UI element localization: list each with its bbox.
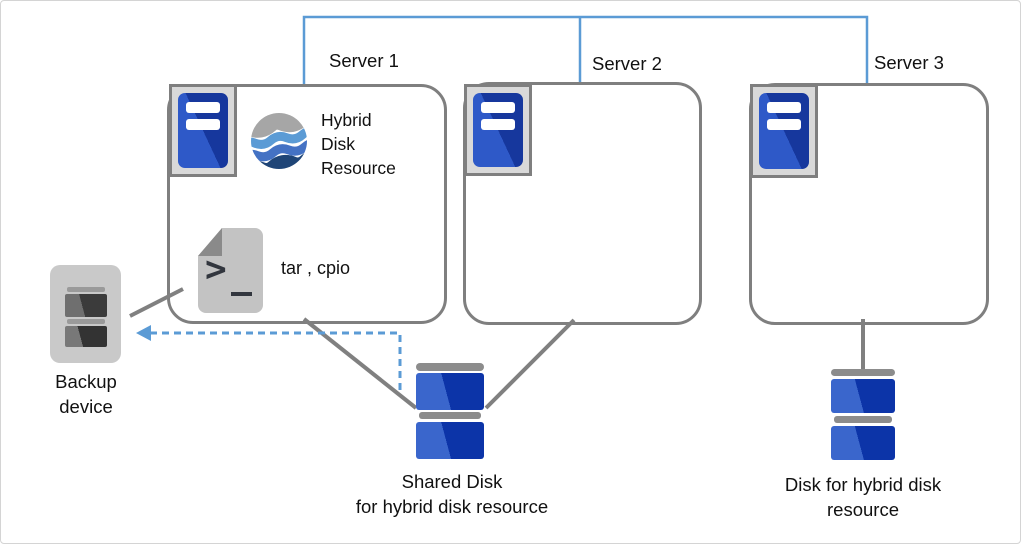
server-2-label: Server 2 bbox=[592, 53, 662, 74]
server-1-icon bbox=[169, 84, 237, 177]
backup-tools-label: tar , cpio bbox=[281, 258, 351, 278]
server-3-icon bbox=[750, 84, 818, 178]
backup-flow-arrowhead bbox=[136, 325, 151, 341]
hybrid-disk-label: Disk for hybrid disk resource bbox=[784, 474, 942, 520]
server-unit bbox=[473, 93, 523, 167]
terminal-prompt-glyph: > bbox=[205, 249, 227, 290]
server-1-label: Server 1 bbox=[329, 50, 399, 71]
shell-script-icon: > bbox=[198, 228, 263, 313]
hybrid-disk-icon bbox=[831, 369, 895, 460]
backup-device-icon bbox=[50, 265, 121, 363]
server-unit bbox=[178, 93, 228, 168]
hybrid-disk-resource-icon bbox=[251, 113, 307, 169]
backup-device-label: Backup device bbox=[55, 371, 117, 417]
connector-server1-shareddisk bbox=[302, 317, 418, 410]
server-unit bbox=[759, 93, 809, 169]
backup-flow-dashed-line bbox=[150, 331, 402, 391]
shared-disk-icon bbox=[416, 363, 484, 459]
hybrid-disk-resource-label: Hybrid Disk Resource bbox=[321, 110, 396, 178]
server-2-icon bbox=[464, 84, 532, 176]
shared-disk-label: Shared Disk for hybrid disk resource bbox=[355, 471, 549, 517]
connector-server2-shareddisk bbox=[484, 318, 576, 410]
terminal-cursor bbox=[231, 292, 252, 296]
server-3-label: Server 3 bbox=[874, 52, 944, 73]
